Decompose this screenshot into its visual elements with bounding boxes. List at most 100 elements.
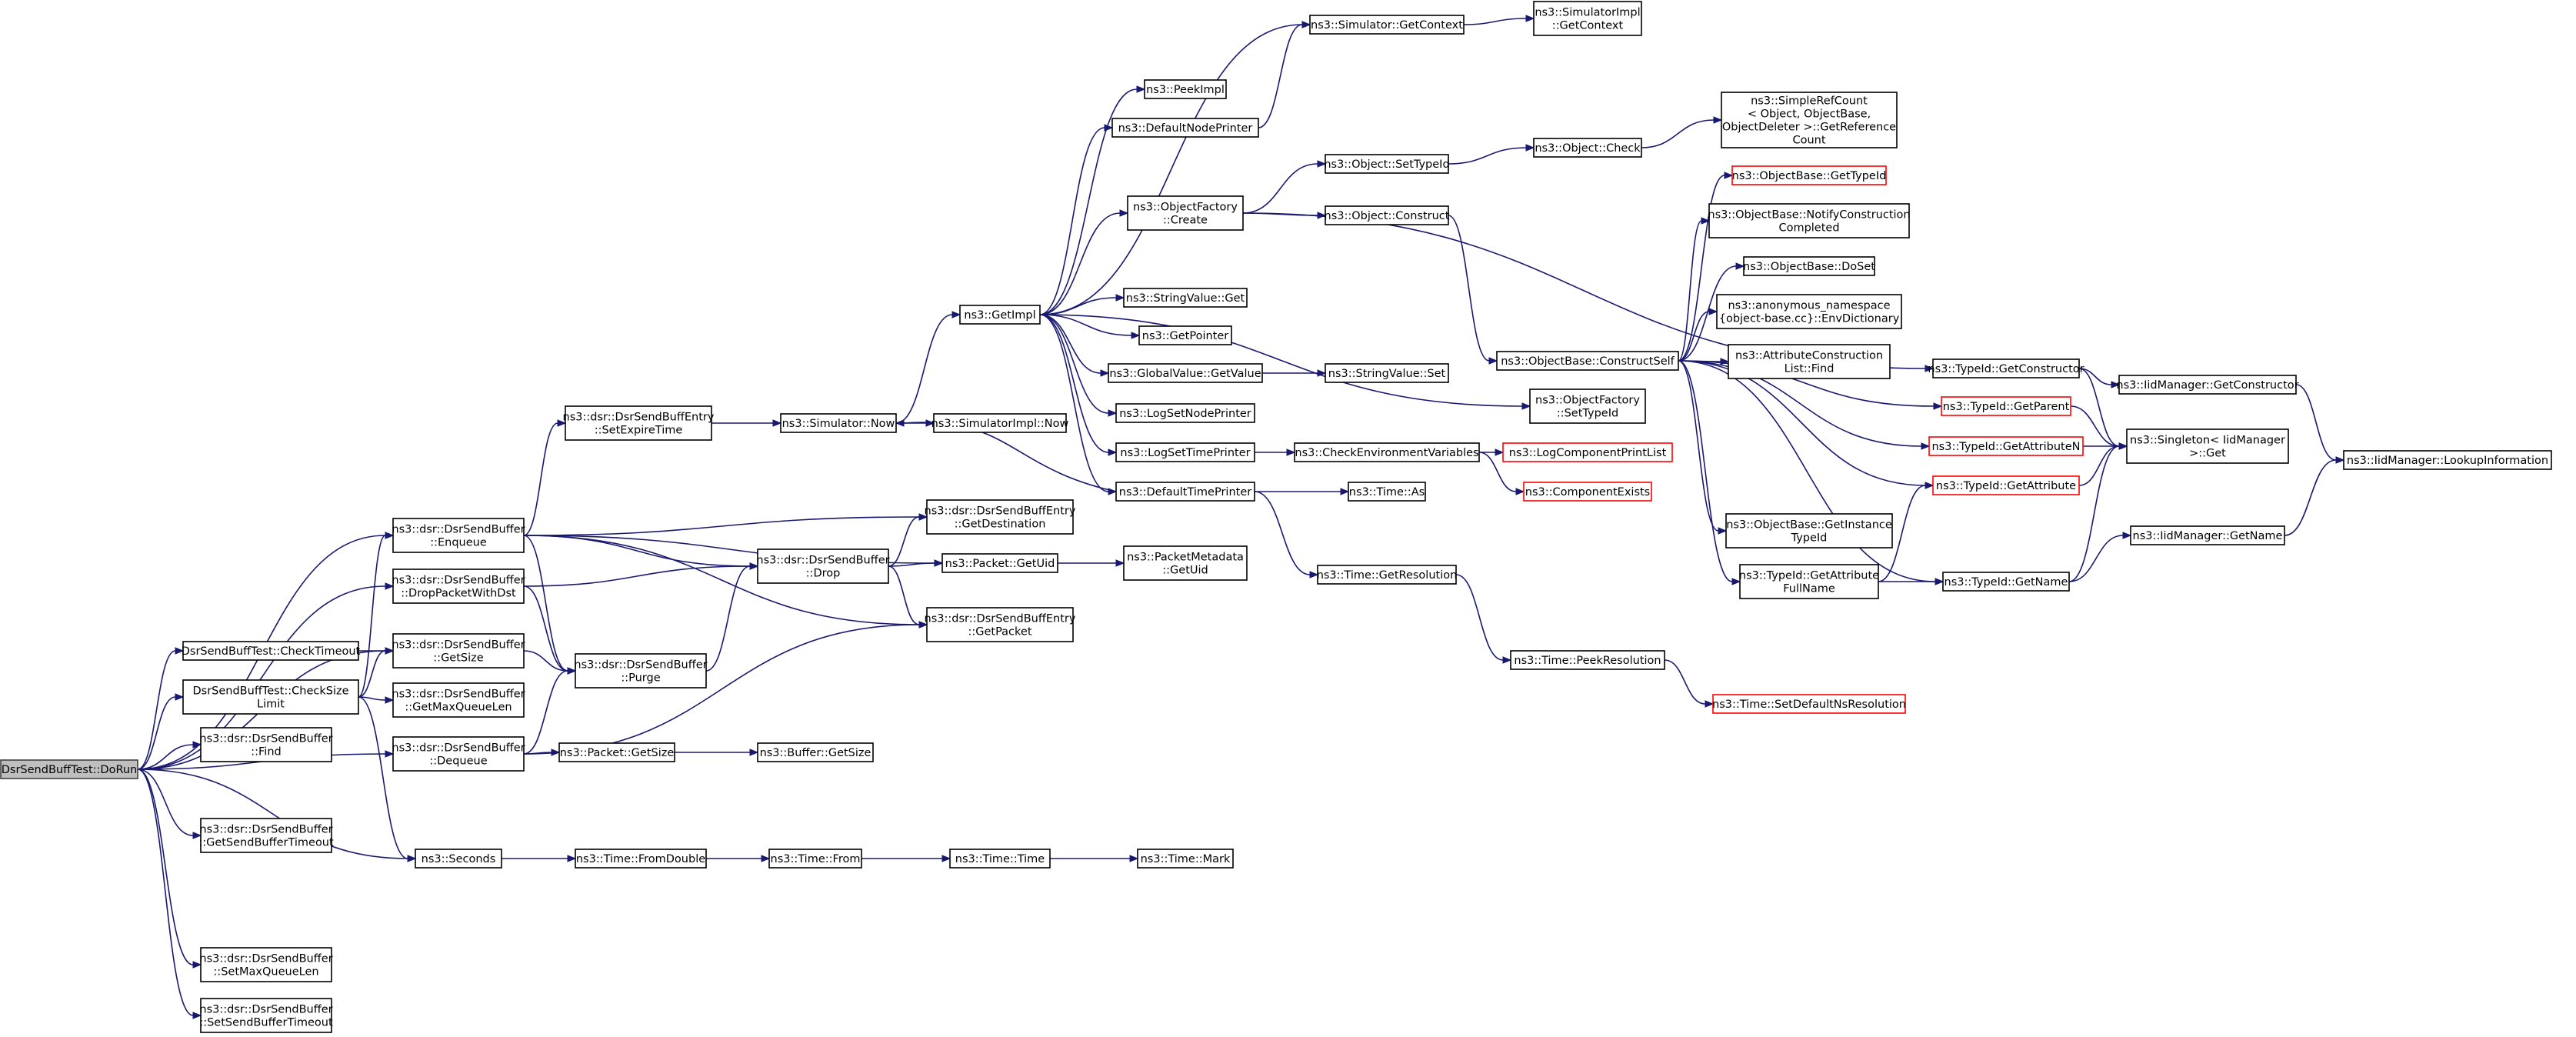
node-time-mark[interactable]: ns3::Time::Mark (1137, 849, 1234, 869)
node-default-time-printer[interactable]: ns3::DefaultTimePrinter (1115, 482, 1255, 502)
node-get-impl[interactable]: ns3::GetImpl (959, 305, 1041, 325)
node-set-max-queue-len[interactable]: ns3::dsr::DsrSendBuffer::SetMaxQueueLen (199, 947, 333, 982)
node-check-env-vars[interactable]: ns3::CheckEnvironmentVariables (1294, 442, 1480, 462)
node-label: ns3::dsr::DsrSendBuffer (392, 742, 525, 755)
node-obj-check[interactable]: ns3::Object::Check (1533, 138, 1642, 158)
node-peek-impl[interactable]: ns3::PeekImpl (1144, 79, 1227, 99)
node-enqueue[interactable]: ns3::dsr::DsrSendBuffer::Enqueue (392, 518, 525, 553)
node-box (933, 413, 1067, 433)
node-sim-now[interactable]: ns3::Simulator::Now (780, 413, 897, 433)
node-label: ::Create (1163, 215, 1208, 227)
node-box (575, 849, 707, 869)
edge-dequeue-to-purge (523, 667, 577, 755)
edge-construct-self-to-obj-base-do-set (1678, 262, 1745, 362)
node-set-default-ns-resolution[interactable]: ns3::Time::SetDefaultNsResolution (1712, 694, 1906, 714)
node-label: ns3::Packet::GetSize (560, 747, 675, 759)
node-construct-self[interactable]: ns3::ObjectBase::ConstructSelf (1496, 351, 1679, 371)
edge-get-impl-to-default-time-printer (1039, 314, 1118, 495)
node-box (1325, 205, 1449, 225)
node-purge[interactable]: ns3::dsr::DsrSendBuffer::Purge (574, 653, 708, 689)
edge-line (1039, 88, 1138, 315)
node-get-uid[interactable]: ns3::Packet::GetUid (941, 553, 1058, 573)
node-time-get-resolution[interactable]: ns3::Time::GetResolution (1317, 565, 1458, 585)
edge-sim-get-context-to-sim-impl-get-context (1463, 15, 1535, 25)
node-default-node-printer[interactable]: ns3::DefaultNodePrinter (1111, 118, 1259, 138)
node-obj-construct[interactable]: ns3::Object::Construct (1325, 205, 1450, 225)
node-type-id-get-constructor[interactable]: ns3::TypeId::GetConstructor (1928, 358, 2084, 378)
node-find[interactable]: ns3::dsr::DsrSendBuffer::Find (199, 727, 333, 762)
node-dequeue[interactable]: ns3::dsr::DsrSendBuffer::Dequeue (392, 736, 525, 772)
edge-time-get-resolution-to-time-peek-resolution (1455, 574, 1512, 664)
node-drop[interactable]: ns3::dsr::DsrSendBuffer::Drop (756, 549, 890, 584)
node-pm-get-uid[interactable]: ns3::PacketMetadata::GetUid (1123, 545, 1248, 581)
node-time-peek-resolution[interactable]: ns3::Time::PeekResolution (1510, 650, 1665, 670)
node-obj-base-get-type-id[interactable]: ns3::ObjectBase::GetTypeId (1731, 165, 1887, 185)
edge-line (137, 696, 176, 770)
node-label: ::GetSize (433, 652, 483, 665)
node-iid-get-name[interactable]: ns3::IidManager::GetName (2130, 525, 2285, 545)
edge-construct-self-to-notify-construction-completed (1678, 217, 1711, 362)
node-root[interactable]: DsrSendBuffTest::DoRun (0, 759, 138, 779)
edge-arrowhead (1115, 559, 1125, 567)
node-global-value-get-value[interactable]: ns3::GlobalValue::GetValue (1108, 363, 1263, 383)
node-check-timeout[interactable]: DsrSendBuffTest::CheckTimeout (182, 641, 361, 661)
node-label: ns3::TypeId::GetConstructor (1928, 363, 2084, 375)
node-sim-get-context[interactable]: ns3::Simulator::GetContext (1309, 15, 1465, 35)
node-string-value-get[interactable]: ns3::StringValue::Get (1123, 288, 1248, 308)
edge-line (2295, 384, 2337, 461)
node-pkt-get-size[interactable]: ns3::Packet::GetSize (558, 742, 675, 762)
node-log-set-time-printer[interactable]: ns3::LogSetTimePrinter (1115, 442, 1255, 462)
node-sim-impl-get-context[interactable]: ns3::SimulatorImpl::GetContext (1533, 1, 1642, 36)
node-env-dictionary[interactable]: ns3::anonymous_namespace{object-base.cc}… (1716, 294, 1902, 329)
node-type-id-get-attribute-n[interactable]: ns3::TypeId::GetAttributeN (1928, 436, 2084, 456)
node-label: ObjectDeleter >::GetReference (1722, 122, 1896, 134)
node-label: ns3::LogSetNodePrinter (1119, 408, 1251, 420)
edge-line (523, 670, 568, 755)
node-singleton-get[interactable]: ns3::Singleton< IidManager>::Get (2126, 428, 2289, 464)
node-time-as[interactable]: ns3::Time::As (1348, 482, 1426, 502)
node-set-expire-time[interactable]: ns3::dsr::DsrSendBuffEntry::SetExpireTim… (563, 405, 715, 441)
node-get-size[interactable]: ns3::dsr::DsrSendBuffer::GetSize (392, 633, 525, 669)
edge-arrowhead (192, 832, 202, 839)
node-time-time[interactable]: ns3::Time::Time (949, 849, 1051, 869)
node-type-id-get-parent[interactable]: ns3::TypeId::GetParent (1941, 396, 2071, 416)
node-set-send-buffer-timeout[interactable]: ns3::dsr::DsrSendBuffer::SetSendBufferTi… (199, 998, 333, 1033)
node-type-id-get-name[interactable]: ns3::TypeId::GetName (1942, 572, 2070, 592)
node-get-max-queue-len[interactable]: ns3::dsr::DsrSendBuffer::GetMaxQueueLen (392, 682, 525, 718)
node-obj-set-type-id[interactable]: ns3::Object::SetTypeId (1324, 154, 1450, 174)
edge-construct-self-to-type-id-get-attribute-n (1678, 360, 1931, 450)
node-label: ns3::TypeId::GetAttribute (1739, 570, 1879, 582)
node-get-packet[interactable]: ns3::dsr::DsrSendBuffEntry::GetPacket (925, 607, 1076, 642)
edge-line (523, 535, 568, 672)
node-get-pointer[interactable]: ns3::GetPointer (1138, 325, 1232, 345)
node-iid-get-constructor[interactable]: ns3::IidManager::GetConstructor (2116, 375, 2299, 395)
node-drop-packet-with-dst[interactable]: ns3::dsr::DsrSendBuffer::DropPacketWithD… (392, 569, 525, 604)
node-log-set-node-printer[interactable]: ns3::LogSetNodePrinter (1115, 403, 1255, 423)
node-seconds[interactable]: ns3::Seconds (415, 849, 502, 869)
node-component-exists[interactable]: ns3::ComponentExists (1523, 482, 1652, 502)
node-log-component-print-list[interactable]: ns3::LogComponentPrintList (1502, 442, 1673, 462)
node-buf-get-size[interactable]: ns3::Buffer::GetSize (757, 742, 874, 762)
node-time-from[interactable]: ns3::Time::From (768, 849, 862, 869)
node-type-id-get-attribute[interactable]: ns3::TypeId::GetAttribute (1932, 475, 2080, 495)
node-sim-impl-now[interactable]: ns3::SimulatorImpl::Now (931, 413, 1069, 433)
edge-arrowhead (385, 647, 395, 655)
node-get-send-buffer-timeout[interactable]: ns3::dsr::DsrSendBuffer::GetSendBufferTi… (198, 818, 334, 853)
edge-line (523, 650, 568, 672)
node-string-value-set[interactable]: ns3::StringValue::Set (1325, 363, 1449, 383)
node-simple-ref-count-get-ref[interactable]: ns3::SimpleRefCount< Object, ObjectBase,… (1721, 92, 1898, 148)
node-box (1138, 325, 1232, 345)
node-get-destination[interactable]: ns3::dsr::DsrSendBuffEntry::GetDestinati… (925, 499, 1076, 535)
node-obj-base-do-set[interactable]: ns3::ObjectBase::DoSet (1743, 256, 1875, 276)
node-from-double[interactable]: ns3::Time::FromDouble (575, 849, 707, 869)
node-notify-construction-completed[interactable]: ns3::ObjectBase::NotifyConstructionCompl… (1708, 203, 1911, 238)
edge-line (1678, 265, 1737, 362)
node-iid-lookup-information[interactable]: ns3::IidManager::LookupInformation (2343, 450, 2552, 470)
node-obj-factory-create[interactable]: ns3::ObjectFactory::Create (1127, 195, 1244, 231)
node-box (1708, 203, 1910, 238)
node-obj-factory-set-type-id[interactable]: ns3::ObjectFactory::SetTypeId (1529, 388, 1646, 424)
